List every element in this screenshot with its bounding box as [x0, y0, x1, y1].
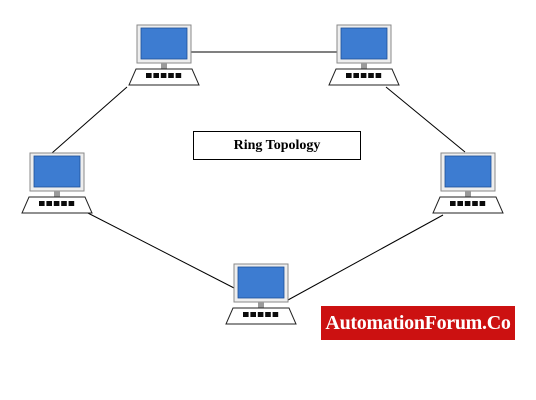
link-left-to-top-left: [51, 86, 128, 154]
keyboard-key: [243, 312, 249, 317]
keyboard-key: [479, 201, 486, 206]
computer-icon: [328, 24, 400, 86]
monitor-stand: [258, 302, 264, 308]
computer-icon: [21, 152, 93, 214]
keyboard-key: [450, 201, 456, 206]
keyboard-key: [472, 201, 478, 206]
keyboard-key: [272, 312, 279, 317]
keyboard-key: [168, 73, 174, 78]
keyboard-key: [368, 73, 374, 78]
monitor-stand: [54, 191, 60, 197]
monitor-stand: [161, 63, 167, 69]
monitor-screen: [33, 155, 81, 188]
monitor-stand: [361, 63, 367, 69]
monitor-stand: [465, 191, 471, 197]
link-top-right-to-right: [385, 86, 466, 153]
diagram-title: Ring Topology: [193, 131, 361, 160]
keyboard-key: [265, 312, 271, 317]
computer-icon: [432, 152, 504, 214]
keyboard-key: [53, 201, 60, 206]
keyboard-key: [375, 73, 382, 78]
keyboard-key: [250, 312, 256, 317]
keyboard-key: [175, 73, 182, 78]
monitor-screen: [444, 155, 492, 188]
keyboard-key: [360, 73, 367, 78]
keyboard-key: [46, 201, 52, 206]
keyboard-key: [68, 201, 75, 206]
monitor-screen: [140, 27, 188, 60]
keyboard-key: [464, 201, 471, 206]
network-nodes: [21, 24, 504, 325]
keyboard-key: [257, 312, 264, 317]
watermark-badge: AutomationForum.Co: [321, 306, 515, 340]
keyboard-key: [61, 201, 67, 206]
keyboard-key: [160, 73, 167, 78]
ring-links: [51, 51, 466, 301]
computer-icon: [225, 263, 297, 325]
keyboard-key: [39, 201, 45, 206]
link-right-to-bottom: [287, 214, 444, 301]
keyboard-key: [146, 73, 152, 78]
link-bottom-to-left: [81, 209, 237, 290]
keyboard-key: [457, 201, 463, 206]
computer-icon: [128, 24, 200, 86]
monitor-screen: [340, 27, 388, 60]
keyboard-key: [153, 73, 159, 78]
monitor-screen: [237, 266, 285, 299]
keyboard-key: [346, 73, 352, 78]
keyboard-key: [353, 73, 359, 78]
